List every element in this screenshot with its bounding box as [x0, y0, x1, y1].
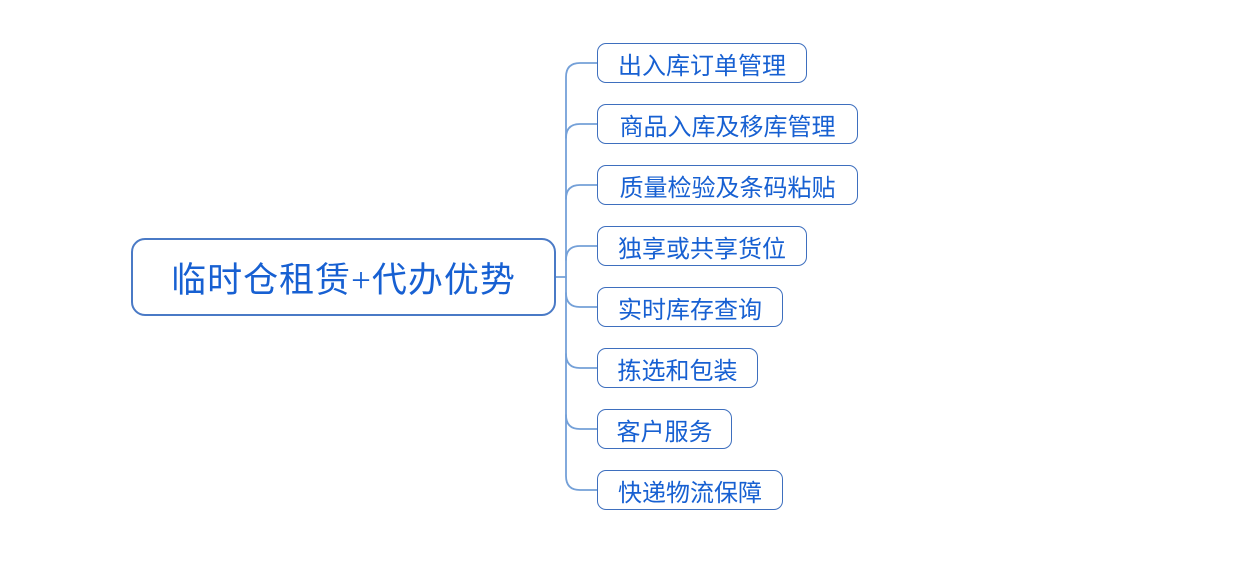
- connector-branch-5: [565, 292, 598, 308]
- branch-node-3[interactable]: 质量检验及条码粘贴: [597, 165, 858, 205]
- connector-branch-6: [565, 353, 598, 369]
- connector-branch-3: [565, 184, 598, 200]
- branch-node-5[interactable]: 实时库存查询: [597, 287, 783, 327]
- branch-node-label: 商品入库及移库管理: [619, 114, 836, 141]
- connector-trunk: [565, 62, 598, 491]
- root-node[interactable]: 临时仓租赁+代办优势: [131, 238, 556, 316]
- branch-node-4[interactable]: 独享或共享货位: [597, 226, 807, 266]
- branch-node-label: 快递物流保障: [618, 480, 762, 507]
- branch-node-label: 实时库存查询: [618, 297, 762, 324]
- branch-node-8[interactable]: 快递物流保障: [597, 470, 783, 510]
- branch-node-label: 客户服务: [616, 419, 713, 446]
- connector-branch-7: [565, 414, 598, 430]
- connector-branch-2: [565, 123, 598, 139]
- branch-node-1[interactable]: 出入库订单管理: [597, 43, 807, 83]
- branch-node-label: 质量检验及条码粘贴: [619, 175, 836, 202]
- branch-node-7[interactable]: 客户服务: [597, 409, 732, 449]
- branch-node-2[interactable]: 商品入库及移库管理: [597, 104, 858, 144]
- branch-node-label: 拣选和包装: [617, 358, 738, 385]
- connector-branch-4: [565, 245, 598, 261]
- branch-node-label: 独享或共享货位: [618, 236, 786, 263]
- branch-node-label: 出入库订单管理: [618, 53, 786, 80]
- branch-node-6[interactable]: 拣选和包装: [597, 348, 758, 388]
- root-node-label: 临时仓租赁+代办优势: [171, 260, 516, 300]
